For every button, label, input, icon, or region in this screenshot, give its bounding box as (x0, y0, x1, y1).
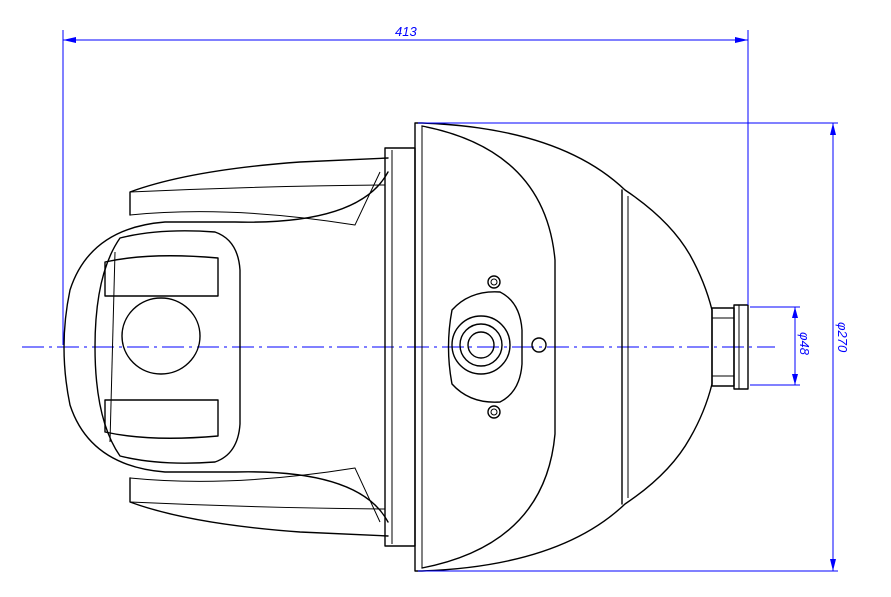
camera-head (63, 157, 389, 537)
main-lens (121, 297, 201, 375)
head-shell (129, 157, 389, 537)
dimension-length-label: 413 (395, 24, 417, 39)
housing-curve (421, 125, 556, 569)
screw-top-inner (490, 278, 498, 286)
dimension-length: 413 (62, 24, 749, 345)
arrow-right (735, 37, 748, 43)
upper-window (104, 255, 219, 297)
head-bottom-sweep (129, 501, 386, 510)
screw-bottom (487, 405, 501, 419)
front-window-frame (94, 230, 241, 464)
head-top-sweep (129, 184, 386, 193)
screw-bottom-inner (490, 408, 498, 416)
arrow-left (63, 37, 76, 43)
dimension-diameter-small-label: φ48 (797, 332, 812, 356)
sensor-ring-mid (459, 323, 503, 367)
arrow-large-top (830, 123, 836, 135)
indicator-hole (531, 337, 547, 353)
screw-top (487, 275, 501, 289)
head-body (63, 171, 389, 523)
sensor-ring-outer (451, 315, 511, 375)
dimension-diameter-large-label: φ270 (835, 322, 850, 353)
dimension-diameter-small: φ48 (750, 306, 812, 386)
head-inner-line-top (129, 171, 381, 226)
dimension-diameter-large: φ270 (418, 122, 850, 572)
front-window-inner (109, 251, 116, 443)
lower-window (104, 399, 219, 439)
arrow-small-bottom (792, 374, 798, 385)
arrow-large-bottom (830, 559, 836, 571)
connector (711, 304, 749, 390)
sensor-ring-inner (467, 331, 495, 359)
head-inner-line-bottom (129, 467, 381, 523)
connector-tip (733, 304, 749, 390)
sensor-plate (447, 291, 523, 403)
arrow-small-top (792, 307, 798, 318)
